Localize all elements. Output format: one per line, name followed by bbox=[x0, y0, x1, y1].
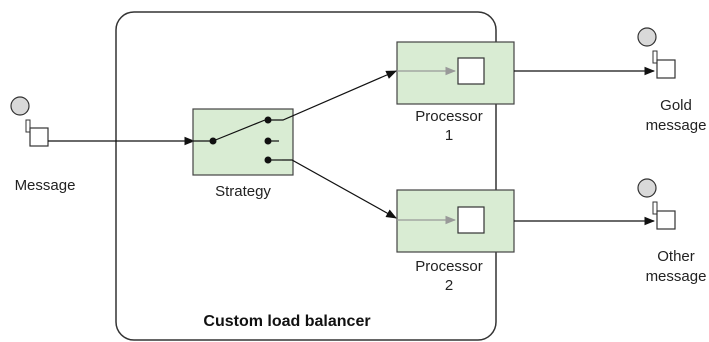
strategy-node bbox=[192, 108, 294, 176]
container-label: Custom load balancer bbox=[203, 313, 370, 330]
gold-message-label-line1: Gold bbox=[660, 97, 692, 114]
processor-1-label-line2: 1 bbox=[445, 127, 453, 144]
strategy-to-processor-1-arrow bbox=[268, 70, 397, 121]
other-message-label-line1: Other bbox=[657, 248, 695, 265]
other-message-endpoint-icon bbox=[637, 178, 676, 230]
processor-2-node bbox=[396, 189, 515, 253]
processor-1-node bbox=[396, 41, 515, 105]
strategy-to-processor-2-arrow bbox=[282, 159, 397, 219]
other-message-label-line2: message bbox=[646, 268, 707, 285]
strategy-label: Strategy bbox=[215, 183, 271, 200]
processor-2-label-line2: 2 bbox=[445, 277, 453, 294]
gold-message-label-line2: message bbox=[646, 117, 707, 134]
gold-message-endpoint-icon bbox=[637, 27, 676, 79]
message-endpoint-icon bbox=[10, 96, 49, 147]
processor-1-label-line1: Processor bbox=[415, 108, 483, 125]
processor-2-label-line1: Processor bbox=[415, 258, 483, 275]
input-message-label: Message bbox=[15, 177, 76, 194]
